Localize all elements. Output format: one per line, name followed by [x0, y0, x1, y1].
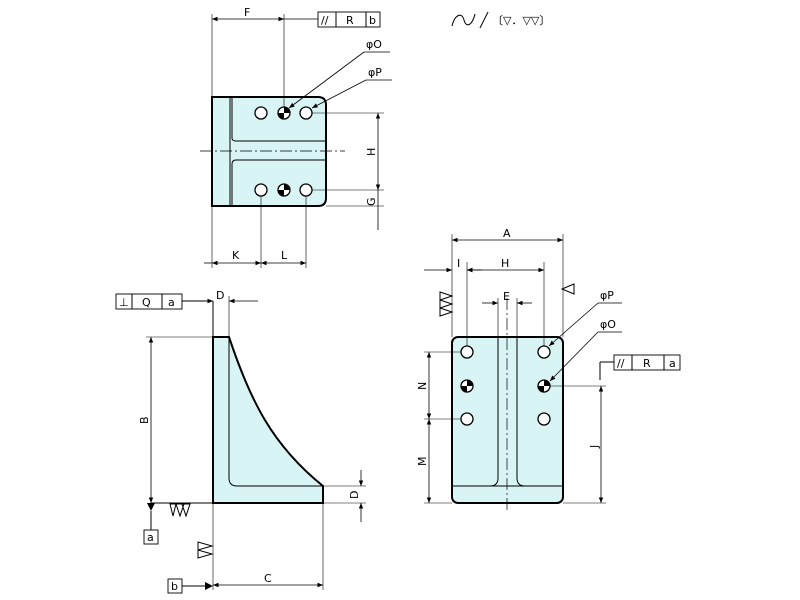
pin-hole — [537, 379, 551, 393]
datum-b-box — [167, 578, 183, 594]
dim-L: L — [281, 249, 288, 262]
dim-F: F — [244, 6, 250, 19]
svg-text:b: b — [369, 14, 376, 27]
svg-text://: // — [321, 14, 329, 27]
dim-D-top: D — [216, 289, 224, 302]
tolerance-frame-front: // R a — [599, 354, 681, 380]
callout-phi-O-front: φO — [600, 318, 616, 331]
side-view: ⊥ Q a D B a D C — [115, 289, 366, 594]
dim-E: E — [503, 290, 510, 303]
top-view-body — [211, 96, 327, 207]
svg-text:R: R — [346, 14, 354, 27]
hole — [299, 106, 313, 120]
hole — [254, 106, 268, 120]
surface-finish-text: 〔▽．▽▽〕 — [492, 14, 550, 27]
datum-b: b — [171, 580, 178, 593]
dim-J: J — [588, 445, 601, 449]
hole — [254, 183, 268, 197]
hole — [537, 345, 551, 359]
dim-C: C — [264, 572, 272, 585]
svg-text:a: a — [669, 357, 676, 370]
pin-hole — [277, 183, 291, 197]
dim-I: I — [457, 257, 460, 270]
dim-M: M — [416, 457, 429, 467]
dim-B: B — [138, 416, 151, 424]
dim-D-right: D — [348, 491, 361, 499]
dim-A: A — [503, 227, 511, 240]
callout-phi-P: φP — [368, 66, 382, 79]
front-view-body — [451, 336, 564, 504]
dim-K: K — [232, 249, 240, 262]
tolerance-frame-top: // R b — [317, 11, 381, 28]
hole — [537, 412, 551, 426]
tolerance-frame-side: ⊥ Q a — [115, 293, 214, 337]
svg-text:a: a — [168, 296, 175, 309]
dim-G: G — [365, 197, 378, 206]
callout-phi-O: φO — [366, 38, 382, 51]
hole — [299, 183, 313, 197]
datum-a: a — [147, 531, 154, 544]
hole — [460, 345, 474, 359]
top-view: F // R b φO φP H G K L — [200, 6, 392, 268]
wave-icon — [451, 13, 476, 27]
front-view: A I H E φP φO // R a — [416, 227, 681, 513]
dim-N: N — [416, 382, 429, 390]
callout-phi-P-front: φP — [600, 289, 614, 302]
dim-H: H — [365, 148, 378, 156]
pin-hole — [460, 379, 474, 393]
datum-a-box — [143, 529, 159, 545]
pin-hole — [277, 106, 291, 120]
hole — [460, 412, 474, 426]
svg-text:⊥: ⊥ — [119, 296, 129, 309]
dim-H-front: H — [501, 257, 509, 270]
surface-finish-symbol: 〔▽．▽▽〕 — [451, 11, 550, 29]
svg-text:Q: Q — [142, 296, 151, 309]
svg-text://: // — [617, 357, 625, 370]
svg-text:R: R — [643, 357, 651, 370]
